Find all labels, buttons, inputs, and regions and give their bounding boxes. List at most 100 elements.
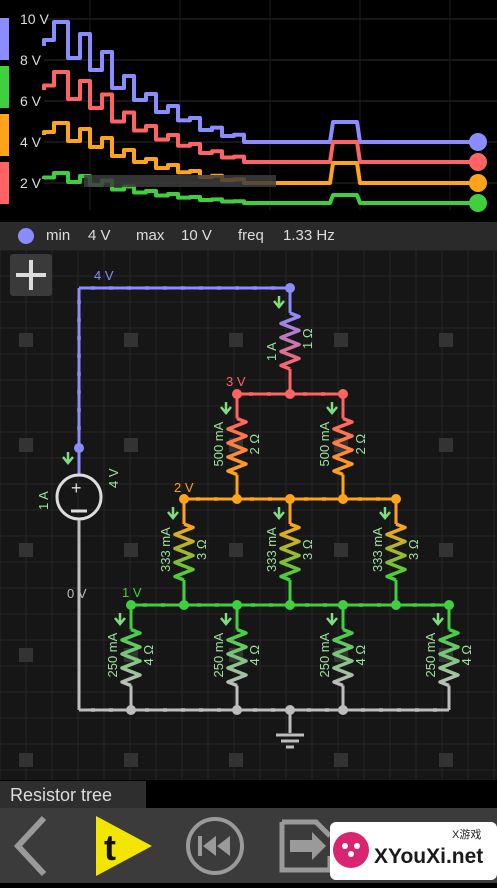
min-value: 4 V bbox=[88, 227, 111, 244]
resistor-2a-resistance: 2 Ω bbox=[247, 434, 262, 455]
node-label-4v: 4 V bbox=[94, 268, 114, 283]
node-0v-0[interactable] bbox=[126, 705, 136, 715]
resistor-4b-current: 250 mA bbox=[211, 632, 226, 677]
node-0v-1[interactable] bbox=[232, 705, 242, 715]
y-label-2: 2 V bbox=[20, 175, 42, 191]
board-pad bbox=[124, 543, 138, 557]
scope-trace-3 bbox=[42, 171, 478, 205]
y-label-4: 4 V bbox=[20, 134, 42, 150]
resistor-4c[interactable] bbox=[332, 627, 354, 688]
resistor-2a[interactable] bbox=[226, 416, 248, 477]
freq-label: freq bbox=[238, 227, 264, 244]
board-pad bbox=[19, 438, 33, 452]
board-pad bbox=[334, 543, 348, 557]
watermark-logo: X游戏 XYouXi.net bbox=[330, 822, 497, 880]
scope-scroll-indicator[interactable] bbox=[84, 175, 276, 187]
rewind-button[interactable] bbox=[186, 817, 244, 875]
node-label-1v: 1 V bbox=[122, 585, 142, 600]
node-1v-5[interactable] bbox=[391, 600, 401, 610]
max-label: max bbox=[136, 227, 165, 244]
resistor-4a-resistance: 4 Ω bbox=[141, 645, 156, 666]
resistor-3b[interactable] bbox=[279, 522, 301, 582]
board-pad bbox=[334, 753, 348, 767]
board-pad bbox=[229, 333, 243, 347]
resistor-3c[interactable] bbox=[385, 522, 407, 582]
plus-icon bbox=[16, 260, 46, 290]
scope-trace-2 bbox=[42, 121, 478, 185]
resistor-2b-resistance: 2 Ω bbox=[353, 434, 368, 455]
resistor-4b[interactable] bbox=[226, 627, 248, 688]
node-2v-1[interactable] bbox=[232, 494, 242, 504]
source-voltage-label: 4 V bbox=[106, 468, 121, 488]
swatch-purple bbox=[0, 18, 9, 60]
theme-play-button[interactable]: t bbox=[96, 816, 152, 876]
theme-letter: t bbox=[104, 827, 116, 868]
source-current-label: 1 A bbox=[36, 491, 51, 510]
resistor-4d[interactable] bbox=[438, 627, 460, 688]
export-button[interactable] bbox=[279, 819, 333, 873]
y-label-6: 6 V bbox=[20, 93, 42, 109]
min-label: min bbox=[46, 227, 71, 244]
add-component-button[interactable] bbox=[10, 254, 52, 296]
scope-trace-end-0[interactable] bbox=[469, 133, 487, 151]
resistor-4b-resistance: 4 Ω bbox=[247, 645, 262, 666]
current-arrow-icon bbox=[432, 613, 444, 626]
source-plus: + bbox=[71, 478, 82, 498]
circuit-title: Resistor tree bbox=[10, 785, 113, 805]
board-pad bbox=[19, 333, 33, 347]
board-pad bbox=[439, 333, 453, 347]
board-pad bbox=[229, 543, 243, 557]
resistor-3b-current: 333 mA bbox=[264, 527, 279, 572]
resistor-3b-resistance: 3 Ω bbox=[300, 539, 315, 560]
resistor-3a-resistance: 3 Ω bbox=[194, 539, 209, 560]
resistor-4c-resistance: 4 Ω bbox=[353, 645, 368, 666]
swatch-orange bbox=[0, 114, 9, 156]
swatch-red bbox=[0, 162, 9, 204]
oscilloscope-panel[interactable]: 10 V 8 V 6 V 4 V 2 V bbox=[0, 0, 497, 222]
resistor-2b[interactable] bbox=[332, 416, 354, 477]
node-1v-1[interactable] bbox=[179, 600, 189, 610]
board-pad bbox=[229, 753, 243, 767]
probe-info-bar: min 4 V max 10 V freq 1.33 Hz bbox=[0, 222, 497, 250]
swatch-green bbox=[0, 66, 9, 108]
resistor-2a-current: 500 mA bbox=[211, 421, 226, 466]
resistor-3a-current: 333 mA bbox=[158, 527, 173, 572]
voltage-source[interactable] bbox=[55, 473, 103, 521]
t-play-icon bbox=[96, 816, 152, 876]
scope-trace-1 bbox=[42, 70, 478, 164]
resistor-1[interactable] bbox=[279, 311, 301, 371]
node-0v-3[interactable] bbox=[338, 705, 348, 715]
current-arrow-icon bbox=[379, 507, 391, 520]
current-arrow-icon bbox=[273, 296, 285, 309]
resistor-1-resistance: 1 Ω bbox=[300, 328, 315, 349]
scope-trace-end-2[interactable] bbox=[469, 174, 487, 192]
node-label-2v: 2 V bbox=[174, 480, 194, 495]
resistor-3a[interactable] bbox=[173, 522, 195, 582]
node-2v-3[interactable] bbox=[338, 494, 348, 504]
board-pad bbox=[124, 333, 138, 347]
back-button[interactable] bbox=[0, 808, 60, 883]
current-arrow-icon bbox=[62, 452, 74, 465]
board-pad bbox=[124, 438, 138, 452]
node-3v-1[interactable] bbox=[285, 389, 295, 399]
board-pad bbox=[439, 438, 453, 452]
scope-trace-end-3[interactable] bbox=[469, 194, 487, 212]
export-icon bbox=[279, 819, 333, 873]
resistor-4d-resistance: 4 Ω bbox=[459, 645, 474, 666]
scope-trace-end-1[interactable] bbox=[469, 153, 487, 171]
y-label-8: 8 V bbox=[20, 52, 42, 68]
current-arrow-icon bbox=[167, 507, 179, 520]
board-pad bbox=[19, 648, 33, 662]
chevron-left-icon bbox=[13, 815, 47, 877]
board-pad bbox=[334, 333, 348, 347]
node-1v-3[interactable] bbox=[285, 600, 295, 610]
scope-traces bbox=[42, 0, 497, 212]
resistor-4a[interactable] bbox=[120, 627, 142, 688]
board-pad bbox=[19, 753, 33, 767]
current-arrow-icon bbox=[220, 402, 232, 415]
watermark-small-text: X游戏 bbox=[452, 828, 481, 841]
resistor-3c-current: 333 mA bbox=[370, 527, 385, 572]
circuit-title-tab: Resistor tree bbox=[0, 781, 146, 809]
